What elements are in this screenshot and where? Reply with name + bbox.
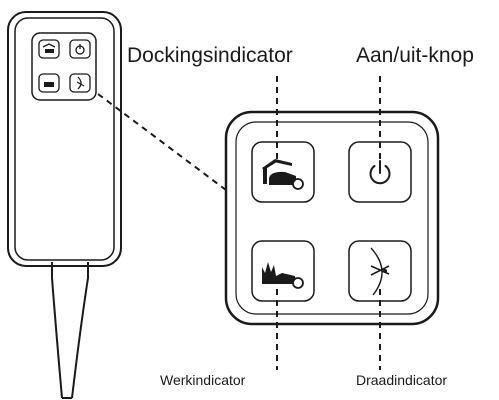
remote-mini-button-docking — [38, 39, 60, 59]
mower-under-roof-icon — [262, 159, 304, 190]
remote-body-outer — [7, 11, 122, 267]
power-icon — [369, 160, 391, 185]
enlarged-panel-inner — [235, 121, 429, 315]
zoom-connector-line — [97, 93, 227, 191]
remote-mini-button-wire — [69, 73, 91, 93]
power-button[interactable] — [348, 141, 412, 203]
enlarged-panel — [224, 110, 440, 326]
remote-mini-button-power — [69, 39, 91, 59]
remote-device — [7, 11, 122, 399]
docking-indicator-button[interactable] — [251, 141, 315, 203]
wire-indicator-label: Draadindicator — [356, 372, 448, 388]
ground-spike — [51, 262, 89, 399]
work-indicator-label: Werkindicator — [160, 372, 246, 388]
wire-cut-icon — [370, 247, 390, 296]
remote-mini-button-work — [38, 73, 60, 93]
remote-body-inner — [14, 17, 115, 261]
mower-on-grass-icon — [262, 262, 304, 289]
work-indicator-button[interactable] — [251, 240, 315, 302]
remote-button-panel — [31, 32, 97, 101]
power-button-label: Aan/uit-knop — [356, 44, 474, 67]
docking-indicator-label: Dockingsindicator — [127, 44, 293, 67]
